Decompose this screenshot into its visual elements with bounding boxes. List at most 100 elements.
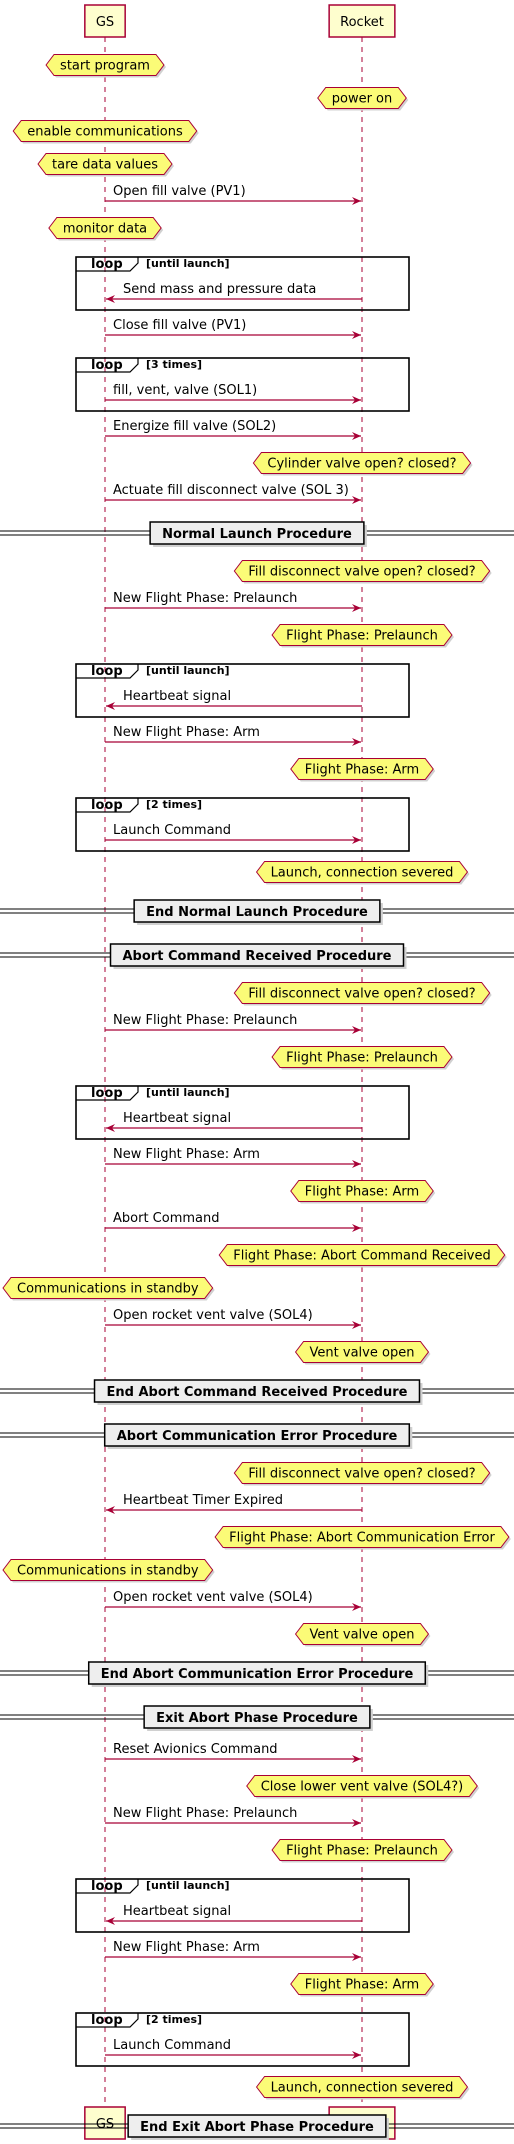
note-hexagon <box>271 624 453 646</box>
loop-frame <box>75 256 410 311</box>
note-rocket: Flight Phase: Abort Communication Error <box>214 1526 511 1550</box>
divider-label: Abort Communication Error Procedure <box>117 1429 398 1444</box>
note-text: Launch, connection severed <box>271 866 454 881</box>
loop-condition: [2 times] <box>146 798 202 811</box>
note-hexagon <box>252 452 472 474</box>
loop-frame <box>75 797 410 852</box>
note-gs: tare data values <box>37 153 174 177</box>
note-hexagon <box>2 1559 214 1581</box>
note-hexagon <box>255 2076 469 2098</box>
note-rocket: Flight Phase: Arm <box>290 758 436 782</box>
participant-box <box>84 2106 126 2140</box>
message-label: New Flight Phase: Arm <box>113 1147 260 1162</box>
message-label: Open fill valve (PV1) <box>113 184 246 199</box>
message-label: Heartbeat signal <box>123 1904 231 1919</box>
divider-box <box>93 1379 421 1403</box>
divider-box <box>127 2114 387 2138</box>
divider-label: End Normal Launch Procedure <box>146 905 368 920</box>
note-hexagon <box>233 1462 491 1484</box>
message-label: Launch Command <box>113 823 231 838</box>
loop-label: loop <box>91 2013 123 2028</box>
note-rocket: Flight Phase: Prelaunch <box>271 1839 454 1863</box>
divider-label: End Abort Command Received Procedure <box>107 1385 408 1400</box>
note-hexagon <box>290 1973 434 1995</box>
message-label: Send mass and pressure data <box>123 282 316 297</box>
loop-frame <box>75 663 410 718</box>
note-hexagon <box>290 758 434 780</box>
note-rocket: Vent valve open <box>294 1341 431 1365</box>
note-text: Flight Phase: Arm <box>305 1978 419 1993</box>
note-text: Vent valve open <box>310 1346 415 1361</box>
loop-condition: [until launch] <box>146 664 230 677</box>
note-hexagon <box>290 1180 434 1202</box>
message-label: Energize fill valve (SOL2) <box>113 419 276 434</box>
loop-condition: [3 times] <box>146 358 202 371</box>
note-hexagon <box>214 1526 510 1548</box>
note-hexagon <box>45 54 165 76</box>
note-hexagon <box>233 982 491 1004</box>
message-label: Heartbeat signal <box>123 1111 231 1126</box>
loop-tab <box>76 1086 139 1101</box>
note-text: enable communications <box>27 125 183 140</box>
participant-gs-top: GS <box>84 4 126 38</box>
divider-label: Normal Launch Procedure <box>162 527 352 542</box>
message-label: New Flight Phase: Arm <box>113 1940 260 1955</box>
note-hexagon <box>218 1244 506 1266</box>
loop-label: loop <box>91 798 123 813</box>
note-hexagon <box>294 1341 430 1363</box>
note-hexagon <box>12 120 198 142</box>
message-label: Open rocket vent valve (SOL4) <box>113 1308 313 1323</box>
note-text: Launch, connection severed <box>271 2081 454 2096</box>
message-label: New Flight Phase: Prelaunch <box>113 591 297 606</box>
note-text: Flight Phase: Prelaunch <box>286 1051 438 1066</box>
divider-label: Abort Command Received Procedure <box>123 949 392 964</box>
note-text: power on <box>332 92 393 107</box>
message-label: New Flight Phase: Arm <box>113 725 260 740</box>
message-label: fill, vent, valve (SOL1) <box>113 383 257 398</box>
note-text: Fill disconnect valve open? closed? <box>248 565 475 580</box>
participant-box <box>328 4 396 38</box>
note-hexagon <box>2 1277 214 1299</box>
note-text: Flight Phase: Abort Communication Error <box>229 1531 495 1546</box>
note-text: Flight Phase: Arm <box>305 1185 419 1200</box>
note-text: Cylinder valve open? closed? <box>267 457 456 472</box>
note-hexagon <box>271 1046 453 1068</box>
loop-frame <box>75 2012 410 2067</box>
note-hexagon <box>48 217 162 239</box>
note-rocket: Cylinder valve open? closed? <box>252 452 473 476</box>
loop-tab <box>76 257 139 272</box>
note-rocket: Close lower vent valve (SOL4?) <box>246 1775 480 1799</box>
note-gs: Communications in standby <box>2 1559 215 1583</box>
note-hexagon <box>246 1775 478 1797</box>
note-rocket: Flight Phase: Arm <box>290 1973 436 1997</box>
message-label: Open rocket vent valve (SOL4) <box>113 1590 313 1605</box>
divider-box <box>133 899 381 923</box>
message-label: Heartbeat signal <box>123 689 231 704</box>
participant-rocket-top: Rocket <box>328 4 396 38</box>
loop-condition: [until launch] <box>146 1879 230 1892</box>
note-text: Vent valve open <box>310 1628 415 1643</box>
note-rocket: Flight Phase: Prelaunch <box>271 1046 454 1070</box>
note-text: Fill disconnect valve open? closed? <box>248 1467 475 1482</box>
loop-frame <box>75 1878 410 1933</box>
loop-condition: [2 times] <box>146 2013 202 2026</box>
divider-label: End Abort Communication Error Procedure <box>101 1667 414 1682</box>
note-hexagon <box>37 153 173 175</box>
note-hexagon <box>317 87 407 109</box>
loop-frame <box>75 1085 410 1140</box>
loop-tab <box>76 1879 139 1894</box>
loop-condition: [until launch] <box>146 257 230 270</box>
loop-label: loop <box>91 664 123 679</box>
message-label: Abort Command <box>113 1211 220 1226</box>
note-text: start program <box>60 59 150 74</box>
note-text: Communications in standby <box>17 1282 199 1297</box>
participant-gs-bottom: GS <box>84 2106 126 2140</box>
note-gs: monitor data <box>48 217 164 241</box>
note-rocket: Fill disconnect valve open? closed? <box>233 1462 492 1486</box>
note-text: monitor data <box>63 222 147 237</box>
loop-tab <box>76 664 139 679</box>
divider-box <box>103 1423 411 1447</box>
note-rocket: Flight Phase: Arm <box>290 1180 436 1204</box>
note-text: Flight Phase: Prelaunch <box>286 629 438 644</box>
